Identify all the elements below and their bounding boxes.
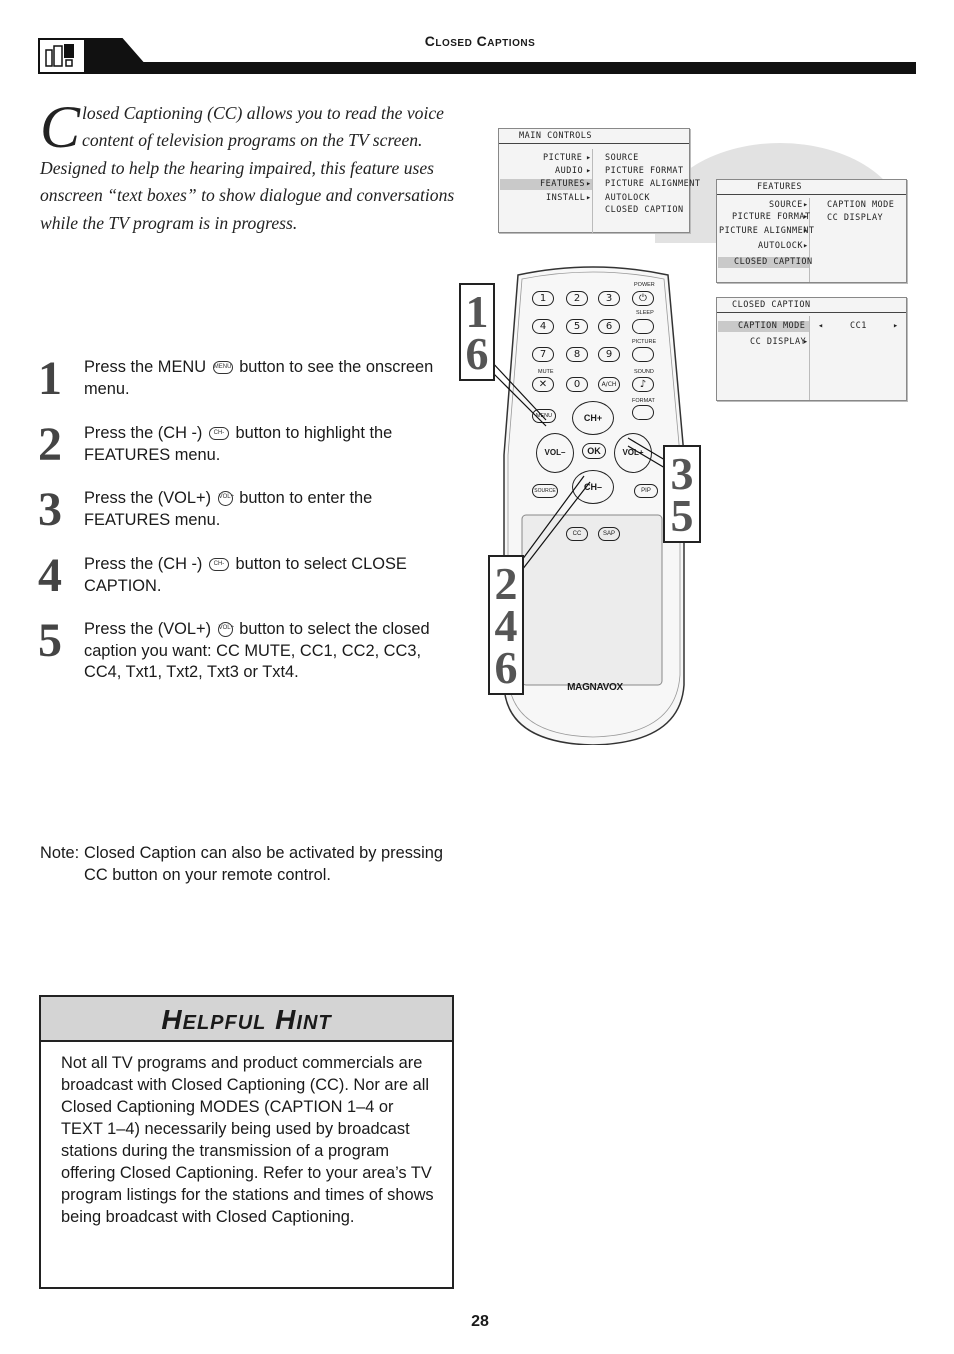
note-label: Note: [40, 844, 80, 862]
mute-button[interactable]: ✕ [532, 377, 554, 392]
vol-up-button[interactable]: VOL+ [614, 433, 652, 473]
ch-down-button-icon: CH- [208, 558, 229, 572]
step-number: 2 [38, 418, 62, 471]
vol-up-button-icon: VOL+ [217, 622, 234, 638]
hint-title: Helpful Hint [41, 997, 452, 1042]
osd-item: PICTURE ALIGNMENT [605, 179, 701, 189]
picture-button[interactable] [632, 347, 654, 362]
step-text: Press the MENU MENU button to see the on… [84, 358, 434, 398]
osd-item: CAPTION MODE [827, 200, 895, 210]
osd-item: CLOSED CAPTION [605, 205, 684, 215]
digit-0-button[interactable]: 0 [566, 377, 588, 392]
osd-item: PICTURE FORMAT [732, 212, 811, 222]
step-text: Press the (CH -) CH- button to highlight… [84, 424, 393, 464]
osd-value: CC1 [850, 321, 867, 331]
digit-6-button[interactable]: 6 [598, 319, 620, 334]
ch-up-button[interactable]: CH+ [572, 401, 614, 435]
osd-item-highlighted: FEATURES [500, 179, 592, 190]
vol-up-button-icon: VOL+ [217, 491, 234, 507]
ok-button[interactable]: OK [582, 443, 606, 459]
step-text: Press the (VOL+) VOL+ button to enter th… [84, 489, 373, 529]
vol-down-button[interactable]: VOL– [536, 433, 574, 473]
step-text: Press the (CH -) CH- button to select CL… [84, 555, 407, 595]
osd-item: CC DISPLAY [827, 213, 884, 223]
sleep-button[interactable] [632, 319, 654, 334]
note-text: Closed Caption can also be activated by … [84, 844, 443, 884]
helpful-hint-box: Helpful Hint Not all TV programs and pro… [39, 995, 454, 1289]
drop-cap: C [40, 94, 81, 160]
digit-3-button[interactable]: 3 [598, 291, 620, 306]
osd-item: PICTURE ALIGNMENT [719, 226, 815, 236]
mute-label: MUTE [538, 369, 554, 375]
osd-item-highlighted: CAPTION MODE [718, 321, 809, 332]
intro-text: losed Captioning (CC) allows you to read… [40, 103, 455, 233]
menu-button[interactable]: MENU [532, 409, 556, 423]
digit-1-button[interactable]: 1 [532, 291, 554, 306]
sleep-label: SLEEP [636, 310, 654, 316]
osd-item: CC DISPLAY [750, 337, 807, 347]
format-label: FORMAT [632, 398, 655, 404]
step-text: Press the (VOL+) VOL+ button to select t… [84, 620, 430, 681]
pip-button[interactable]: PIP [634, 484, 658, 498]
digit-4-button[interactable]: 4 [532, 319, 554, 334]
picture-label: PICTURE [632, 339, 657, 345]
digit-9-button[interactable]: 9 [598, 347, 620, 362]
osd-item: SOURCE [605, 153, 639, 163]
step-number: 5 [38, 614, 62, 667]
osd-item-highlighted: CLOSED CAPTION [718, 257, 812, 268]
page-number: 28 [471, 1313, 489, 1330]
page-title: Closed Captions [424, 33, 536, 49]
header-tab [84, 38, 154, 74]
format-button[interactable] [632, 405, 654, 420]
osd-item: PICTURE [543, 153, 583, 163]
power-label: POWER [634, 282, 655, 288]
sound-label: SOUND [634, 369, 654, 375]
feature-icon [38, 38, 86, 74]
digit-8-button[interactable]: 8 [566, 347, 588, 362]
step-number: 1 [38, 352, 62, 405]
note: Note: Closed Caption can also be activat… [40, 842, 460, 886]
osd-main-controls: MAIN CONTROLS PICTURE AUDIO FEATURES INS… [498, 128, 700, 233]
osd-item: AUTOLOCK [758, 241, 803, 251]
osd-title: FEATURES [717, 180, 906, 195]
osd-item: AUTOLOCK [605, 193, 650, 203]
osd-title: MAIN CONTROLS [499, 129, 689, 144]
osd-features: FEATURES SOURCE PICTURE FORMAT PICTURE A… [716, 179, 907, 283]
digit-7-button[interactable]: 7 [532, 347, 554, 362]
osd-item: SOURCE [769, 200, 803, 210]
ch-down-button[interactable]: CH– [572, 470, 614, 504]
source-button[interactable]: SOURCE [532, 484, 558, 498]
osd-item: PICTURE FORMAT [605, 166, 684, 176]
osd-title: CLOSED CAPTION [717, 298, 906, 313]
sound-button[interactable]: ♪ [632, 377, 654, 392]
menu-button-icon: MENU [212, 361, 233, 375]
remote-control: 1 2 3 4 5 6 7 8 9 0 ✕ A/CH ⏻ ♪ POWER SLE… [500, 265, 686, 745]
ch-down-button-icon: CH- [208, 427, 229, 441]
sap-button[interactable]: SAP [598, 527, 620, 541]
osd-item: AUDIO [555, 166, 584, 176]
power-button[interactable]: ⏻ [632, 291, 654, 306]
osd-item: INSTALL [546, 193, 586, 203]
digit-5-button[interactable]: 5 [566, 319, 588, 334]
digit-2-button[interactable]: 2 [566, 291, 588, 306]
ach-button[interactable]: A/CH [598, 377, 620, 392]
step-number: 3 [38, 483, 62, 536]
step-number: 4 [38, 549, 62, 602]
callout-lines [489, 359, 666, 571]
osd-closed-caption: CLOSED CAPTION CAPTION MODE CC DISPLAY ▸… [716, 297, 907, 401]
hint-text: Not all TV programs and product commerci… [61, 1054, 434, 1226]
header-bar [40, 62, 916, 74]
brand-logo: MAGNAVOX [567, 682, 623, 693]
cc-button[interactable]: CC [566, 527, 588, 541]
